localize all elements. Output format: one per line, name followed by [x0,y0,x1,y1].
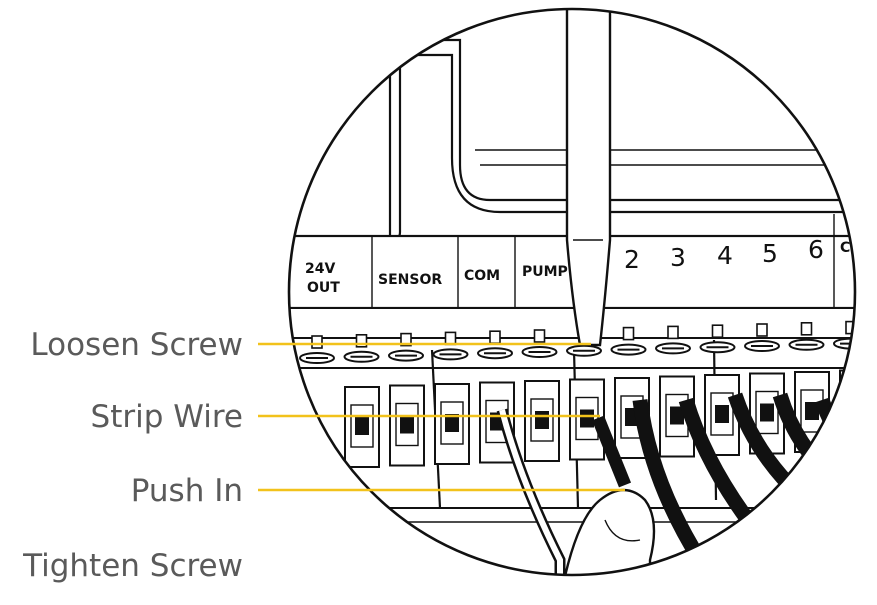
wire-slot [839,369,855,452]
wire-clamp [400,415,414,434]
wire-clamp [715,405,729,423]
wire-clamp [445,414,459,432]
terminal-screws [299,320,855,364]
wire-clamp [760,403,774,422]
zone-label-2: 2 [624,245,640,274]
screw-post [489,330,501,345]
terminal-label-pump: PUMP [522,264,568,280]
step-label-strip: Strip Wire [91,399,243,435]
wire-clamp [580,409,594,428]
screw-post [800,321,813,336]
zone-label-4: 4 [717,241,733,270]
screw-post [711,324,724,339]
panel-recess [300,38,855,202]
terminal-label-sensor: SENSOR [378,272,442,288]
zone-label-3: 3 [670,243,686,272]
zone-label-5: 5 [762,239,778,268]
terminal-label-out: OUT [307,280,340,296]
screw-post [667,325,679,340]
screw-post [756,323,768,337]
screwdriver-icon [565,9,612,347]
terminal-label-24v: 24V [305,261,335,277]
screw-post [400,332,412,347]
screw-post [355,333,368,348]
wire-clamp [355,417,369,435]
wire-clamp [850,400,855,419]
wire-slot-opening [845,387,855,432]
screw-post [622,326,635,341]
screw-post [444,331,457,346]
screw-post [311,335,323,349]
stripped-wire [591,415,632,488]
magnifier-circle [287,7,857,577]
screw-post [533,329,546,343]
wire-clamp [535,411,549,429]
step-label-tighten: Tighten Screw [22,548,243,584]
step-label-push: Push In [131,473,243,509]
wire-slots [344,369,855,468]
step-label-loosen: Loosen Screw [30,327,243,363]
wire-clamp [805,402,819,420]
terminal-label-com: COM [464,268,500,284]
magnified-view: 24V OUT SENSOR COM PUMP 2 3 4 5 6 CO [289,9,855,575]
zone-label-6: 6 [808,235,824,264]
wire-clamp [670,406,684,425]
